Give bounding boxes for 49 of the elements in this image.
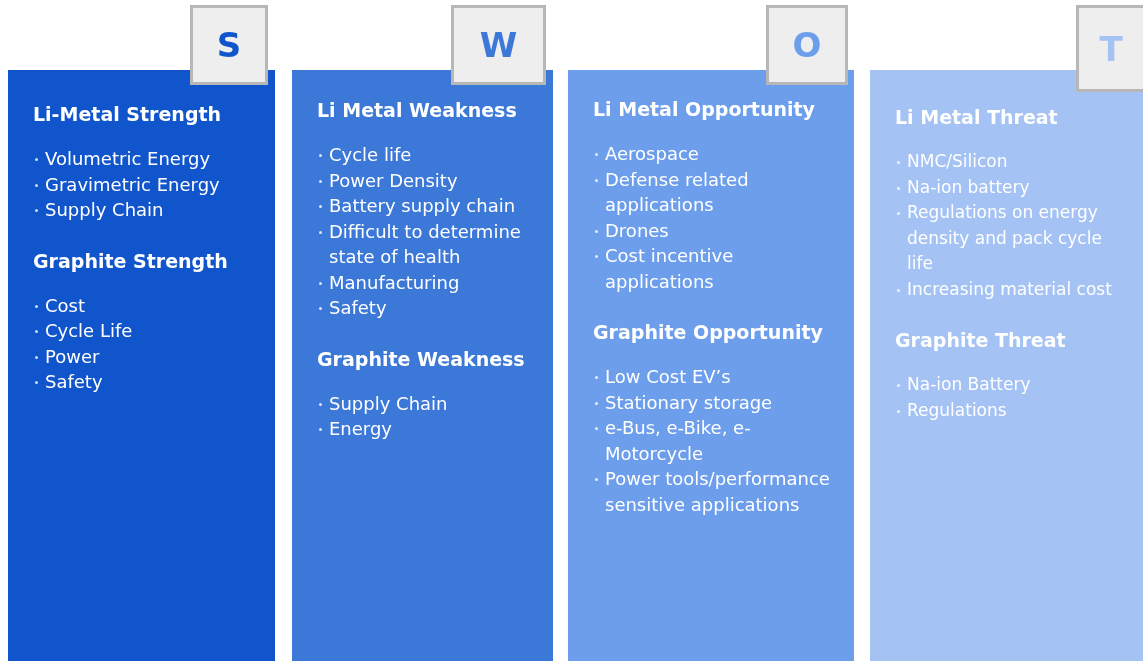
bullet-item: e-Bus, e-Bike, e-Motorcycle [593,415,840,466]
section-heading: Graphite Opportunity [593,320,824,344]
bullet-item: Regulations on energy density and pack cycle life [895,200,1129,277]
bullet-item: Cost incentive applications [593,243,840,294]
bullet-item: Defense related applications [593,166,840,218]
bullet-item: Cost [33,292,261,318]
column-panel [8,70,275,661]
bullet-item: Aerospace [593,141,840,167]
bullet-item: Increasing material cost [895,276,1129,302]
bullet-item: Manufacturing [317,269,539,295]
bullet-item: Safety [33,369,261,395]
column-panel [292,70,553,661]
bullet-item: Regulations [895,397,1129,423]
bullet-item: Stationary storage [593,389,840,415]
letter-tab [1076,5,1143,92]
tab-letter: T [1099,28,1123,69]
bullet-item: Cycle Life [33,318,261,344]
bullet-item: Gravimetric Energy [33,171,261,197]
bullet-item: Battery supply chain [317,193,539,219]
bullet-item: Low Cost EV’s [593,364,840,390]
section-heading: Li Metal Threat [895,105,1059,129]
section-heading: Li-Metal Strength [33,102,223,126]
bullet-item: Supply Chain [317,390,539,416]
tab-letter: W [479,25,518,65]
bullet-item: Volumetric Energy [33,146,261,172]
bullet-item: NMC/Silicon [895,149,1129,175]
section-heading: Li Metal Opportunity [593,97,816,121]
section-heading: Graphite Strength [33,248,229,273]
bullet-item: Drones [593,217,840,243]
tab-letter: S [216,25,242,65]
letter-tab [766,5,848,85]
tab-letter: O [792,25,822,65]
column-panel [870,70,1143,661]
bullet-item: Safety [317,295,539,321]
bullet-item: Power Density [317,167,539,193]
bullet-item: Cycle life [317,142,539,168]
bullet-item: Na-ion Battery [895,372,1129,398]
bullet-item: Energy [317,416,539,442]
section-heading: Graphite Threat [895,328,1067,352]
section-heading: Li Metal Weakness [317,98,518,122]
bullet-item: Difficult to determine state of health [317,218,539,270]
bullet-item: Na-ion battery [895,174,1129,200]
letter-tab [451,5,546,85]
letter-tab [190,5,268,85]
bullet-item: Supply Chain [33,197,261,223]
column-panel [568,70,854,661]
bullet-item: Power [33,343,261,369]
section-heading: Graphite Weakness [317,346,526,371]
bullet-item: Power tools/performance sensitive applications [593,466,840,517]
